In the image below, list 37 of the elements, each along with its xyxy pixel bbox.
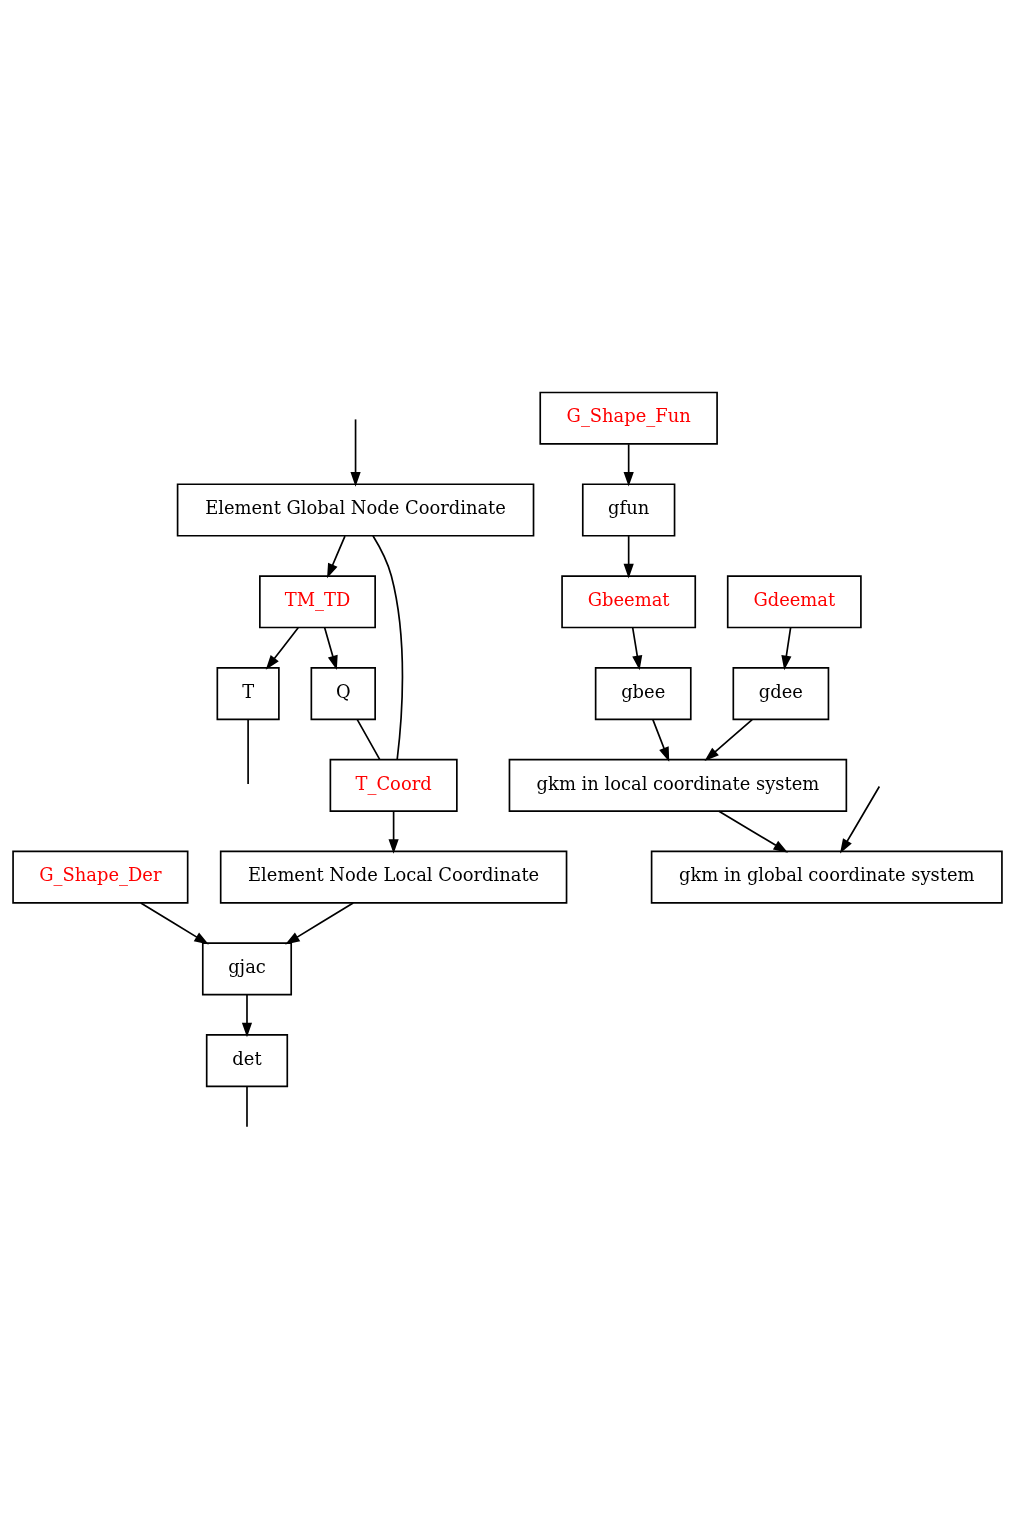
node-box: Element Node Local Coordinate [219, 850, 568, 904]
arrow [350, 418, 361, 487]
arrow [840, 785, 881, 853]
node-box: gfun [581, 482, 676, 537]
node-box: T_Coord [329, 758, 458, 812]
arrow [718, 809, 788, 853]
arrow [652, 718, 670, 762]
node-box: Gdeemat [726, 574, 862, 628]
arrow [781, 626, 792, 670]
connector [247, 718, 249, 785]
connector [372, 534, 404, 760]
arrow [265, 626, 299, 670]
arrow [140, 901, 209, 944]
arrow [623, 534, 634, 578]
node-box: gbee [594, 666, 692, 720]
node-box: TM_TD [259, 574, 376, 628]
arrow [704, 718, 754, 761]
arrow [327, 534, 346, 578]
node-box: gdee [732, 666, 830, 720]
arrow [631, 626, 643, 670]
node-box: det [205, 1033, 289, 1087]
arrow [241, 993, 253, 1037]
node-box: gkm in global coordinate system [650, 850, 1003, 904]
node-box: T [216, 666, 280, 720]
node-box: Q [310, 666, 376, 720]
arrow [285, 901, 354, 944]
node-box: Element Global Node Coordinate [176, 482, 535, 537]
node-box: gjac [201, 941, 293, 995]
arrow [323, 626, 338, 670]
arrow [623, 442, 634, 487]
node-box: Gbeemat [561, 574, 697, 628]
node-box: gkm in local coordinate system [508, 758, 848, 812]
connector [246, 1085, 248, 1127]
node-box: G_Shape_Der [12, 850, 189, 904]
arrow [388, 810, 399, 854]
connector [356, 718, 381, 760]
node-box: G_Shape_Fun [539, 391, 718, 445]
